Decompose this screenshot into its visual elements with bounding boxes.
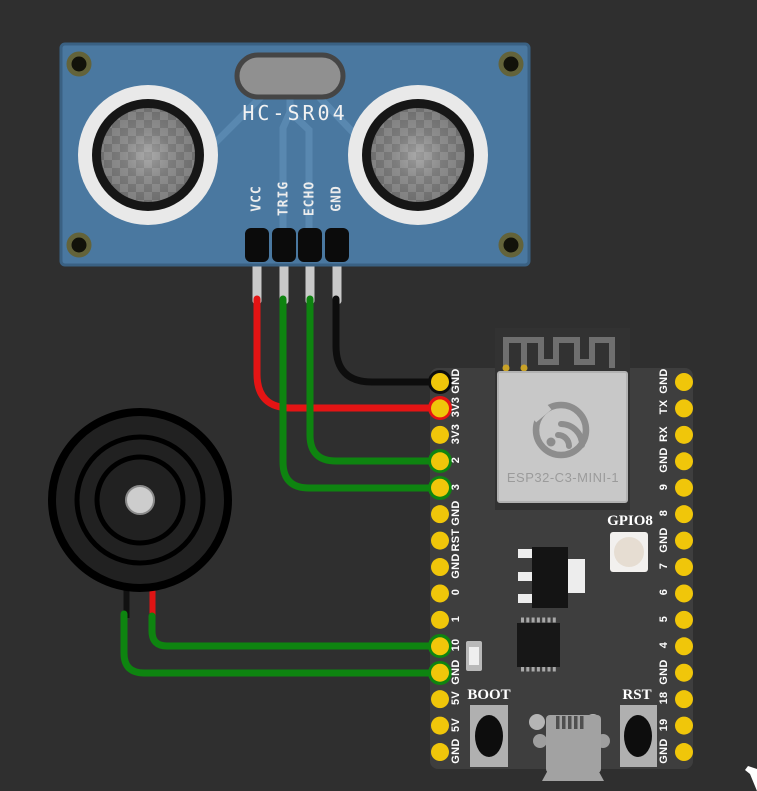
- wire-buzzer-negative-to-esp32-GND-left11[interactable]: [120, 610, 444, 677]
- esp32-pin-left-5-GND[interactable]: [431, 505, 449, 524]
- esp32-pin-right-4-9[interactable]: [675, 478, 693, 497]
- antenna-trace: [503, 337, 615, 368]
- hcsr04-sensor[interactable]: [59, 42, 531, 304]
- esp32-pin-right-10-4[interactable]: [675, 637, 693, 656]
- hcsr04-pin-headers[interactable]: [245, 228, 349, 262]
- esp32-pin-left-2-3V3[interactable]: [431, 425, 449, 444]
- wire-hcsr04-VCC-to-esp32-3V3[interactable]: [253, 295, 444, 412]
- esp32-pin-right-6-GND[interactable]: [675, 531, 693, 550]
- mounting-holes: [66, 51, 524, 258]
- esp32-pin-left-7-GND[interactable]: [431, 558, 449, 577]
- esp32-pin-left-14-GND[interactable]: [431, 743, 449, 762]
- boot-button[interactable]: [470, 705, 508, 767]
- cursor-artifact: [745, 766, 757, 791]
- voltage-regulator: [518, 547, 585, 608]
- smd-capacitor: [466, 641, 482, 671]
- esp32-pin-left-8-0[interactable]: [431, 584, 449, 603]
- buzzer-ring: [74, 434, 206, 566]
- esp32-pin-right-0-GND[interactable]: [675, 373, 693, 391]
- esp32-pin-right-2-RX[interactable]: [675, 425, 693, 444]
- esp32-pin-left-1-3V3[interactable]: [431, 399, 449, 418]
- esp32-pin-left-0-GND[interactable]: [431, 373, 449, 391]
- wire-buzzer-positive-to-esp32-10[interactable]: [148, 612, 444, 650]
- esp32-pins-layer: [431, 373, 693, 762]
- esp32-pin-right-9-5[interactable]: [675, 610, 693, 629]
- crystal-oscillator: [234, 52, 346, 100]
- gpio8-led-lens: [614, 537, 644, 567]
- transducer-right: [348, 85, 488, 225]
- wire-hcsr04-GND-to-esp32-GND[interactable]: [332, 295, 444, 386]
- chip-qfn: [517, 617, 560, 672]
- esp32-pin-right-12-18[interactable]: [675, 690, 693, 709]
- esp32-pin-left-10-10[interactable]: [431, 637, 449, 656]
- antenna-feed-dot: [520, 364, 528, 372]
- esp32-pin-left-12-5V[interactable]: [431, 690, 449, 709]
- esp32-pin-right-11-GND[interactable]: [675, 663, 693, 682]
- buzzer-center-hole: [125, 485, 155, 515]
- esp32-pin-right-1-TX[interactable]: [675, 399, 693, 418]
- esp32-board[interactable]: [430, 328, 693, 781]
- transducer-left: [78, 85, 218, 225]
- esp32-pin-left-4-3[interactable]: [431, 478, 449, 497]
- reset-button[interactable]: [620, 705, 657, 767]
- esp32-pin-right-14-GND[interactable]: [675, 743, 693, 762]
- espressif-logo-icon: [524, 395, 590, 459]
- wire-hcsr04-TRIG-to-esp32-3[interactable]: [279, 295, 444, 492]
- esp32-pin-right-8-6[interactable]: [675, 584, 693, 603]
- esp32-pin-left-11-GND[interactable]: [431, 663, 449, 682]
- esp32-pin-right-5-8[interactable]: [675, 505, 693, 524]
- antenna-feed-dot: [502, 364, 510, 372]
- wire-hcsr04-ECHO-to-esp32-2[interactable]: [306, 295, 444, 465]
- usb-connector: [529, 714, 610, 781]
- esp32-pin-left-6-RST[interactable]: [431, 531, 449, 550]
- esp32-pin-left-9-1[interactable]: [431, 610, 449, 629]
- esp32-pin-left-3-2[interactable]: [431, 452, 449, 471]
- esp32-pin-right-3-GND[interactable]: [675, 452, 693, 471]
- esp32-pin-left-13-5V[interactable]: [431, 716, 449, 735]
- esp32-pin-right-7-7[interactable]: [675, 558, 693, 577]
- esp32-pin-right-13-19[interactable]: [675, 716, 693, 735]
- buzzer-ring: [94, 454, 186, 546]
- piezo-buzzer[interactable]: [48, 408, 232, 620]
